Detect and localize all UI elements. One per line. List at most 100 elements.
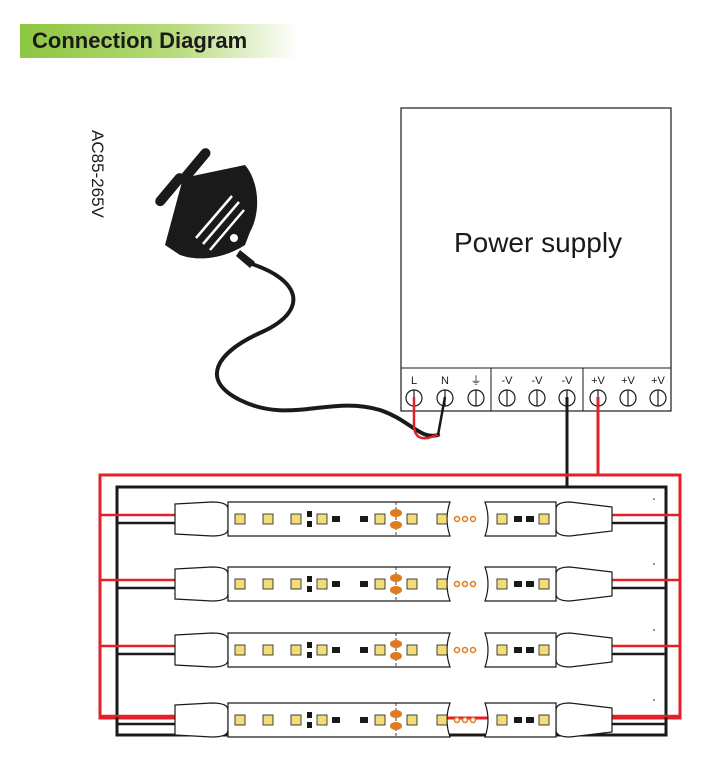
solder-pad — [390, 710, 402, 718]
resistor-chip — [514, 647, 522, 653]
led-chip — [290, 513, 302, 525]
strip-end-cap — [555, 501, 613, 537]
resistor-chip — [332, 647, 340, 653]
resistor-chip — [332, 516, 340, 522]
terminal-label: N — [441, 375, 449, 387]
led-chip — [538, 644, 550, 656]
led-chip — [496, 644, 508, 656]
led-chip — [406, 513, 418, 525]
led-chip — [374, 714, 386, 726]
continuation-dot — [469, 716, 477, 724]
led-chip — [374, 644, 386, 656]
led-chip — [262, 578, 274, 590]
continuation-dot — [469, 580, 477, 588]
led-chip — [436, 578, 448, 590]
led-chip — [316, 578, 328, 590]
resistor-chip — [360, 516, 368, 522]
led-chip — [290, 644, 302, 656]
led-chip — [374, 513, 386, 525]
power-supply-title: Power supply — [454, 227, 622, 258]
continuation-dot — [453, 580, 461, 588]
resistor-chip — [526, 647, 534, 653]
strip-end-cap — [174, 702, 229, 738]
strip-end-cap — [555, 632, 613, 668]
continuation-dot — [469, 646, 477, 654]
neutral-wire — [436, 396, 447, 436]
led-strip — [100, 563, 680, 602]
led-chip — [262, 644, 274, 656]
strip-end-cap — [174, 632, 229, 668]
led-chip — [316, 714, 328, 726]
terminal-label: ⏚ — [471, 374, 482, 387]
continuation-dot — [461, 646, 469, 654]
solder-pad — [390, 521, 402, 529]
led-chip — [290, 578, 302, 590]
led-chip — [374, 578, 386, 590]
led-chip — [406, 714, 418, 726]
continuation-dot — [461, 716, 469, 724]
led-chip — [436, 513, 448, 525]
led-chip — [538, 714, 550, 726]
led-chip — [316, 644, 328, 656]
strip-end-cap — [555, 566, 613, 602]
led-strip — [100, 498, 680, 537]
solder-pad — [390, 640, 402, 648]
led-chip — [496, 714, 508, 726]
power-supply-box: Power supply — [400, 107, 672, 412]
solder-pad — [390, 574, 402, 582]
strip-end-cap — [555, 702, 613, 738]
live-wire — [412, 397, 441, 440]
resistor-chip — [526, 516, 534, 522]
continuation-dot — [453, 646, 461, 654]
strip-end-cap — [174, 566, 229, 602]
led-strip — [100, 629, 680, 668]
led-chip — [316, 513, 328, 525]
continuation-dot — [453, 716, 461, 724]
led-chip — [262, 513, 274, 525]
led-chip — [406, 644, 418, 656]
resistor-chip — [514, 717, 522, 723]
solder-pad — [390, 722, 402, 730]
plug-icon — [155, 148, 258, 268]
solder-pad — [390, 652, 402, 660]
terminal-label: +V — [621, 375, 635, 387]
continuation-dot — [461, 580, 469, 588]
resistor-chip — [360, 717, 368, 723]
voltage-label: AC85-265V — [88, 130, 107, 219]
led-chip — [234, 578, 246, 590]
led-chip — [436, 714, 448, 726]
section-heading-bar: Connection Diagram — [20, 24, 298, 58]
resistor-chip — [514, 516, 522, 522]
resistor-chip — [360, 581, 368, 587]
led-chip — [234, 714, 246, 726]
led-chip — [262, 714, 274, 726]
resistor-chip — [332, 717, 340, 723]
section-heading: Connection Diagram — [32, 28, 248, 53]
led-chip — [496, 578, 508, 590]
resistor-chip — [526, 581, 534, 587]
strip-end-cap — [174, 501, 229, 537]
resistor-chip — [360, 647, 368, 653]
resistor-chip — [526, 717, 534, 723]
solder-pad — [390, 586, 402, 594]
terminal-label: -V — [562, 375, 574, 387]
led-chip — [234, 644, 246, 656]
resistor-chip — [514, 581, 522, 587]
led-chip — [496, 513, 508, 525]
terminal-label: L — [411, 375, 417, 387]
solder-pad — [390, 509, 402, 517]
led-chip — [538, 578, 550, 590]
led-chip — [406, 578, 418, 590]
continuation-dot — [461, 515, 469, 523]
power-cord — [214, 262, 440, 438]
led-chip — [436, 644, 448, 656]
continuation-dot — [453, 515, 461, 523]
continuation-dot — [469, 515, 477, 523]
terminal-label: +V — [651, 375, 665, 387]
led-strip — [100, 699, 680, 738]
led-chip — [290, 714, 302, 726]
led-chip — [538, 513, 550, 525]
terminal-label: +V — [591, 375, 605, 387]
